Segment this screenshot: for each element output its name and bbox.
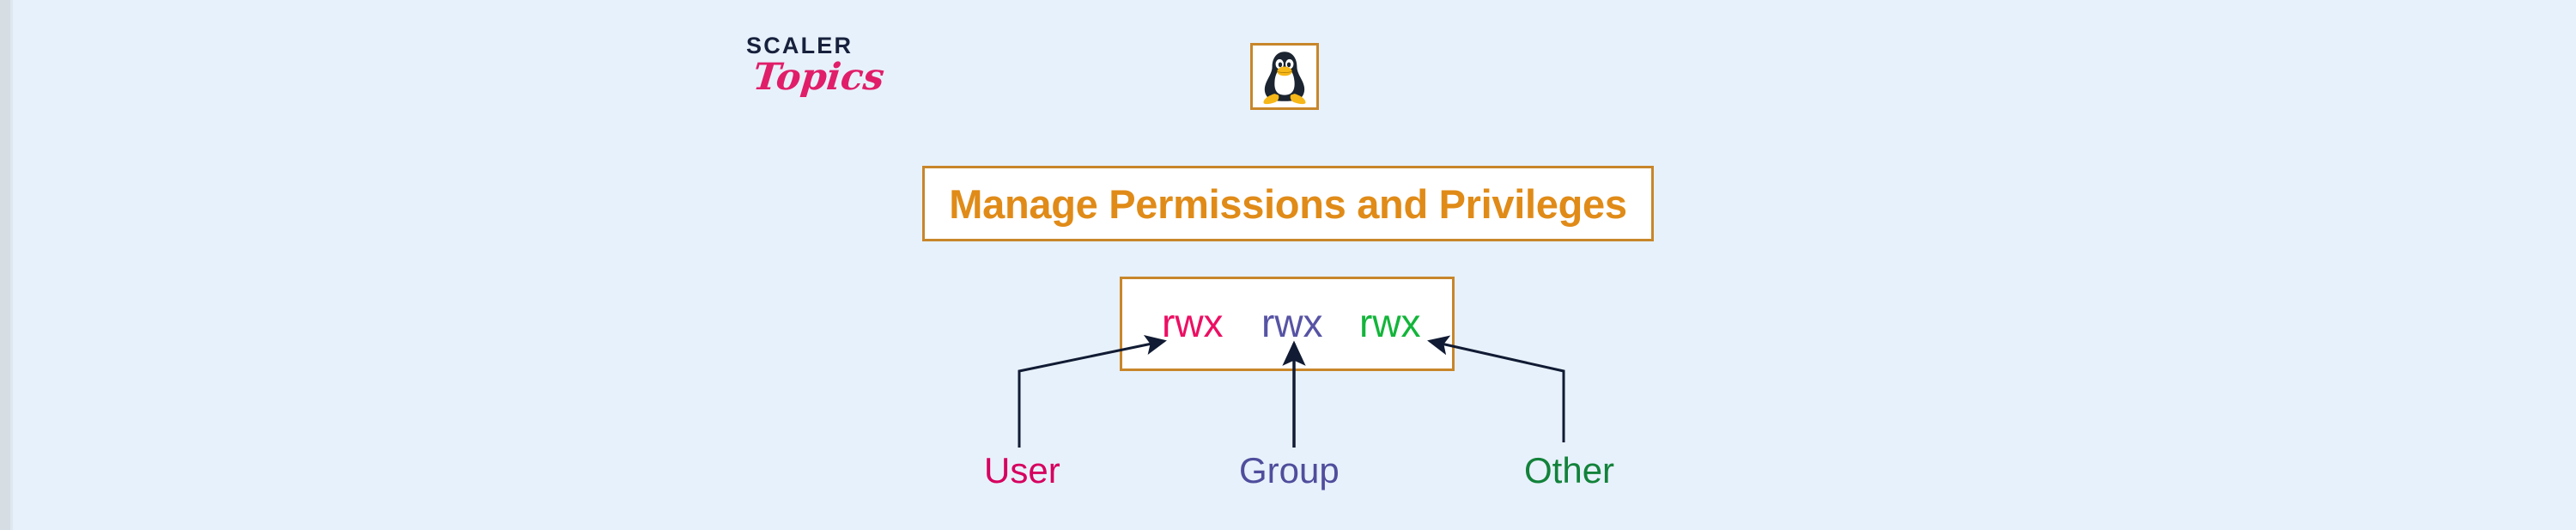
brand-scaler-text: SCALER bbox=[746, 33, 854, 58]
left-gutter-strip bbox=[0, 0, 10, 530]
scaler-topics-logo: SCALER Topics bbox=[746, 34, 909, 112]
permission-bits-box: rwx rwx rwx bbox=[1120, 277, 1455, 371]
brand-topics-text: Topics bbox=[750, 56, 887, 99]
rwx-other-bits: rwx bbox=[1359, 301, 1421, 345]
label-other: Other bbox=[1524, 450, 1615, 490]
label-group: Group bbox=[1239, 450, 1340, 490]
label-user: User bbox=[984, 450, 1060, 490]
title-banner: Manage Permissions and Privileges bbox=[922, 166, 1654, 241]
linux-tux-penguin-icon bbox=[1250, 43, 1319, 110]
page-title: Manage Permissions and Privileges bbox=[949, 180, 1627, 227]
left-gutter-edge bbox=[10, 0, 13, 530]
rwx-user-bits: rwx bbox=[1162, 301, 1224, 345]
rwx-group-bits: rwx bbox=[1261, 301, 1323, 345]
